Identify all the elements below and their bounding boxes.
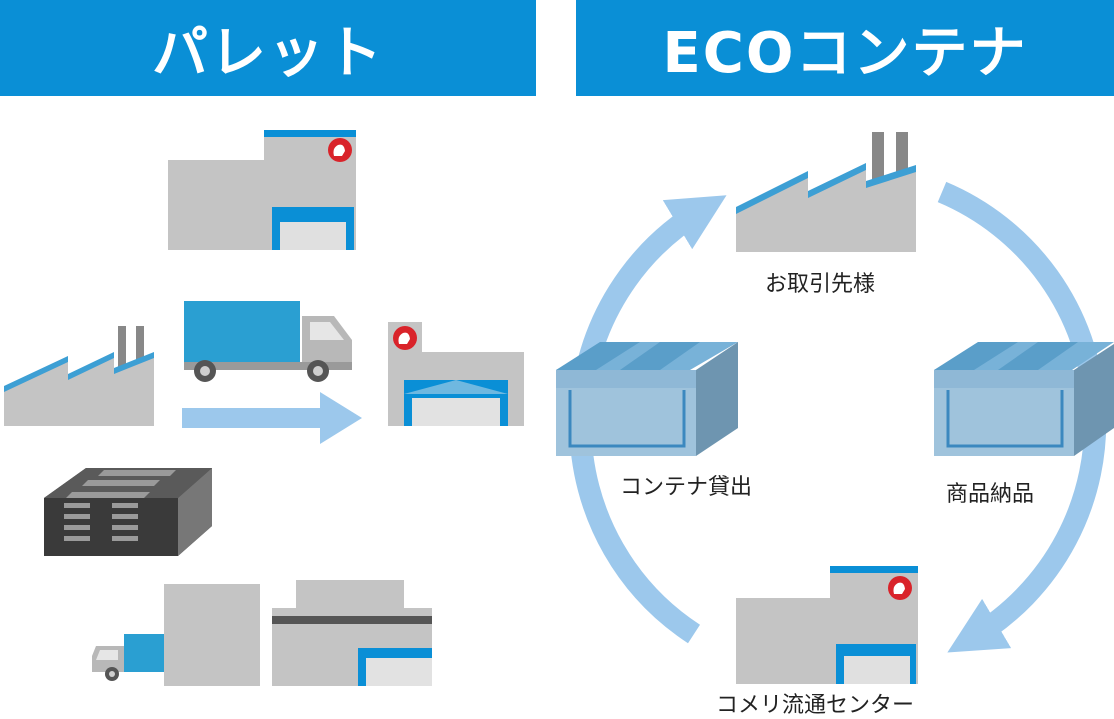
eco-container-title: ECOコンテナ bbox=[662, 20, 1028, 86]
factory-icon bbox=[4, 326, 154, 426]
komeri-logo-icon bbox=[328, 138, 352, 162]
pallet-icon bbox=[44, 468, 212, 556]
store-building-icon bbox=[164, 580, 432, 686]
komeri-warehouse-icon bbox=[736, 566, 918, 684]
pallet-title: パレット bbox=[152, 20, 384, 86]
pallet-title-banner: パレット bbox=[0, 0, 536, 96]
factory-icon bbox=[736, 132, 916, 252]
container-rental-label: コンテナ貸出 bbox=[620, 475, 753, 500]
partner-label: お取引先様 bbox=[765, 272, 876, 297]
eco-container-title-banner: ECOコンテナ bbox=[576, 0, 1114, 96]
small-truck-icon bbox=[92, 634, 164, 681]
truck-icon bbox=[184, 301, 352, 382]
distribution-center-label: コメリ流通センター bbox=[716, 693, 915, 718]
komeri-logo-icon bbox=[888, 576, 912, 600]
komeri-distribution-center-icon bbox=[388, 322, 524, 426]
flow-arrow-icon bbox=[182, 392, 362, 444]
product-delivery-label: 商品納品 bbox=[946, 482, 1035, 507]
komeri-warehouse-icon bbox=[168, 130, 356, 250]
container-icon bbox=[934, 342, 1114, 456]
container-icon bbox=[556, 342, 738, 456]
